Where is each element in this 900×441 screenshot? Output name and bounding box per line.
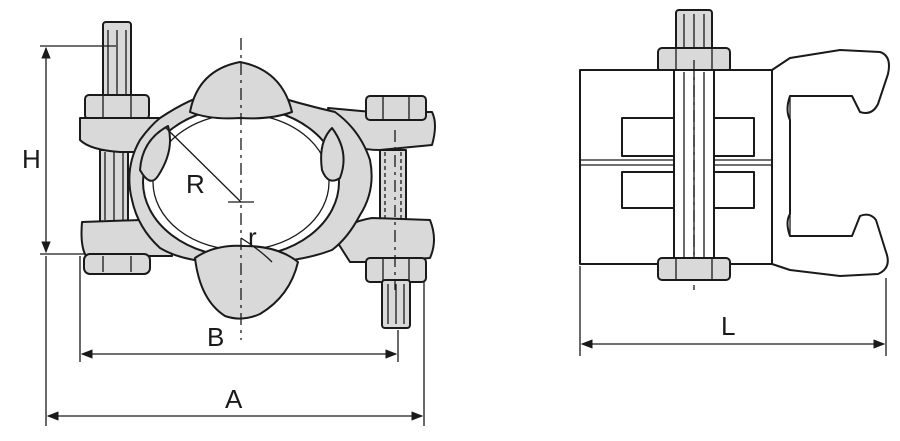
height-dimension-label: H bbox=[22, 144, 41, 174]
right-wedge bbox=[320, 127, 345, 182]
left-top-stud bbox=[102, 21, 132, 103]
length-dimension-label: L bbox=[721, 311, 735, 341]
right-bolt-shank bbox=[379, 149, 407, 221]
radius-r-label: r bbox=[248, 222, 257, 252]
bottom-saddle bbox=[194, 244, 299, 320]
right-top-nut bbox=[365, 95, 427, 121]
inner-width-dimension-label: B bbox=[207, 322, 224, 352]
side-top-stud bbox=[675, 9, 713, 53]
radius-r-arc bbox=[240, 237, 273, 263]
right-bottom-nut bbox=[365, 257, 427, 283]
radius-R-label: R bbox=[186, 169, 205, 199]
left-bolt-shank bbox=[99, 149, 129, 223]
radius-R-leader bbox=[165, 127, 242, 203]
right-bottom-stud bbox=[381, 279, 411, 329]
left-wedge bbox=[139, 125, 171, 182]
side-view: L bbox=[579, 9, 890, 356]
left-bottom-nut bbox=[83, 253, 151, 275]
left-top-nut bbox=[84, 94, 150, 120]
front-view: R r H B A bbox=[22, 21, 436, 426]
overall-width-dimension-label: A bbox=[225, 384, 243, 414]
side-bottom-nut bbox=[657, 257, 731, 281]
